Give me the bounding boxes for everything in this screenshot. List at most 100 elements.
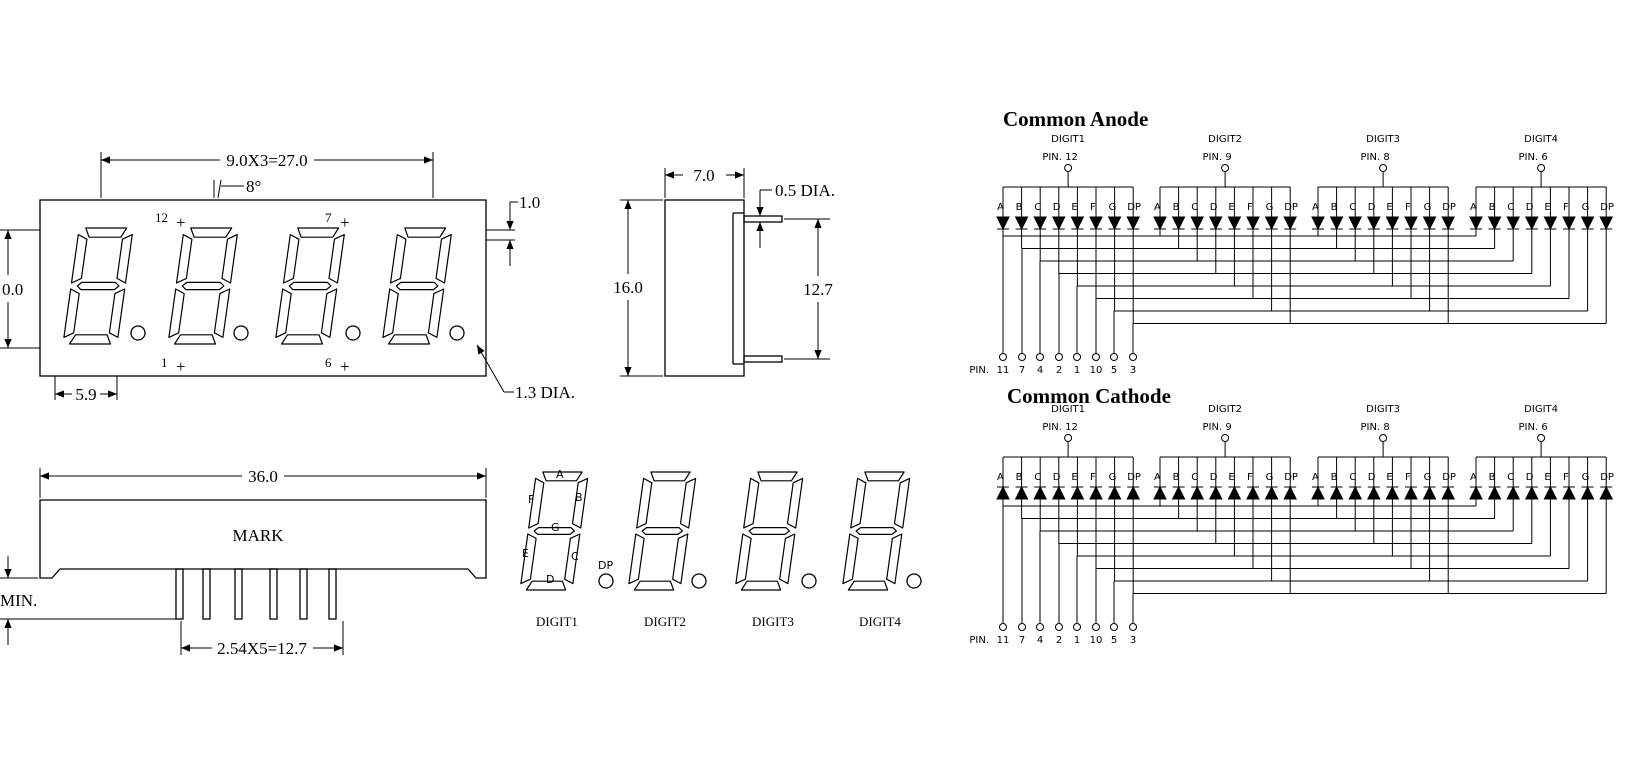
segment-b: [786, 477, 804, 529]
diode-symbol: [1562, 216, 1576, 231]
bottom-pin-terminal: [999, 623, 1007, 631]
segment-letter-f: F: [528, 493, 534, 506]
pin-1-plus: +: [176, 357, 186, 376]
side-body-outline: [664, 199, 745, 377]
segment-d: [740, 580, 782, 591]
digit-common-pin: PIN. 12: [1042, 152, 1078, 163]
segment-pin-label: C: [1191, 472, 1198, 483]
diode-symbol: [1033, 485, 1048, 500]
digit-label: DIGIT1: [1051, 134, 1085, 145]
diode-symbol: [1126, 216, 1141, 231]
height-dimension-label: 0.0: [2, 280, 23, 299]
segment-b: [679, 477, 697, 529]
diode-symbol: [1366, 485, 1381, 500]
segment-e: [63, 288, 80, 338]
segment-letter-d: D: [546, 573, 554, 586]
diode-symbol: [1441, 485, 1456, 500]
digit-label: DIGIT2: [1208, 134, 1242, 145]
segment-digit-4: [842, 471, 911, 591]
segment-a: [404, 227, 447, 238]
segment-d: [174, 334, 216, 345]
front-view: 9.0X3=27.0 8° 0.0 5.9 1.3 DIA. 1.0 12 + …: [0, 151, 575, 404]
bottom-pin-5: [299, 568, 308, 620]
segment-digit-label-4: DIGIT4: [859, 614, 901, 629]
bottom-pin-number: 4: [1037, 365, 1043, 376]
segment-letter-b: B: [575, 491, 583, 504]
diode-symbol: [1126, 485, 1141, 500]
schematic-title: Common Anode: [1003, 107, 1148, 131]
bottom-pin-terminal: [1018, 353, 1026, 361]
common-pin-terminal: [1537, 434, 1546, 442]
segment-digit-1: [520, 471, 589, 591]
mark-label: MARK: [232, 526, 284, 545]
front-decimal-point-4: [449, 325, 465, 341]
segment-pin-label: G: [1266, 202, 1274, 213]
front-decimal-point-1: [130, 325, 146, 341]
segment-pin-label: C: [1191, 202, 1198, 213]
segment-pin-label: A: [1312, 472, 1319, 483]
bottom-pin-number: 3: [1130, 365, 1136, 376]
diode-symbol: [1171, 216, 1186, 231]
bottom-pin-number: 5: [1111, 365, 1117, 376]
segment-pin-label: C: [1507, 202, 1514, 213]
bottom-pin-4: [269, 568, 278, 620]
segment-pin-label: B: [1016, 472, 1023, 483]
diode-symbol: [1246, 485, 1260, 500]
bottom-pin-terminal: [1092, 623, 1100, 631]
segment-pin-label: D: [1210, 202, 1218, 213]
segment-d: [388, 334, 430, 345]
pin-dia-label: 0.5 DIA.: [775, 181, 835, 200]
segment-f: [175, 234, 193, 284]
segment-c: [672, 533, 689, 585]
segment-pin-label: D: [1210, 472, 1218, 483]
diode-symbol: [1580, 216, 1595, 231]
diode-symbol: [1246, 216, 1260, 231]
segment-pin-label: G: [1266, 472, 1274, 483]
bottom-pin-terminal: [1036, 353, 1044, 361]
segment-pin-label: D: [1368, 202, 1376, 213]
segment-e: [382, 288, 399, 338]
segment-e: [628, 533, 645, 585]
side-pin-top: [743, 215, 783, 223]
bottom-pin-2: [202, 568, 211, 620]
min-label: MIN.: [0, 591, 37, 610]
digit-label: DIGIT4: [1524, 134, 1558, 145]
bottom-view: MARK 36.0 MIN. 2.54X5=12.7: [0, 467, 487, 658]
segment-pin-label: DP: [1127, 472, 1141, 483]
diode-symbol: [1506, 216, 1521, 231]
segment-pin-label: E: [1386, 202, 1392, 213]
bottom-pin-prefix: PIN.: [969, 635, 989, 646]
segment-pin-label: D: [1053, 202, 1061, 213]
diode-symbol: [1190, 216, 1205, 231]
pin-7-plus: +: [340, 213, 350, 232]
diode-symbol: [1033, 216, 1048, 231]
segment-pin-label: G: [1109, 472, 1117, 483]
digit-width-label: 5.9: [75, 385, 96, 404]
diode-symbol: [1543, 485, 1558, 500]
segment-pin-label: DP: [1284, 202, 1298, 213]
diode-symbol: [1190, 485, 1205, 500]
diode-symbol: [1562, 485, 1576, 500]
segment-pin-label: A: [1470, 472, 1477, 483]
segment-pin-label: G: [1582, 472, 1590, 483]
diode-symbol: [1385, 485, 1400, 500]
common-pin-terminal: [1221, 434, 1230, 442]
schematic-title: Common Cathode: [1007, 384, 1171, 408]
segment-pin-label: C: [1349, 472, 1356, 483]
segment-decimal-point-3: [801, 573, 817, 589]
segment-pin-label: C: [1034, 202, 1041, 213]
segment-c: [779, 533, 796, 585]
segment-e: [168, 288, 185, 338]
side-pin-bottom: [743, 355, 783, 363]
segment-g: [748, 527, 790, 535]
front-digit-4: [382, 227, 452, 345]
segment-pin-label: A: [1154, 472, 1161, 483]
